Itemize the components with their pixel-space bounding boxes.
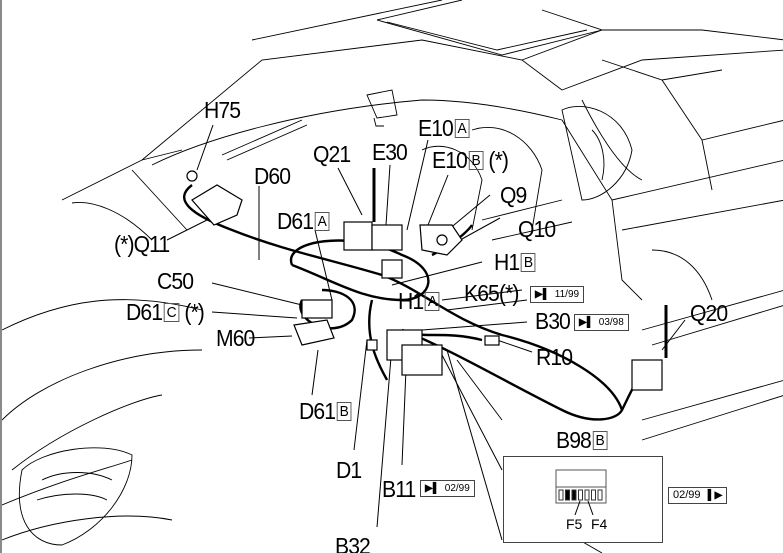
label-d1: D1 — [336, 457, 362, 483]
fuse-slot-empty — [558, 489, 564, 501]
label-e30: E30 — [372, 139, 408, 165]
fuse-block — [555, 469, 607, 516]
fuse-slot-empty — [591, 489, 596, 501]
fuse-slot-filled — [571, 489, 577, 501]
q20-unit — [631, 359, 663, 391]
r10-connector — [484, 335, 500, 346]
h75-lamp — [186, 170, 198, 182]
date-tag-b11: ▶▌02/99 — [420, 480, 475, 497]
q11-module — [191, 184, 243, 226]
label-k65: K65(*) — [464, 280, 519, 306]
label-r10: R10 — [536, 344, 573, 370]
label-m60: M60 — [216, 325, 255, 351]
b98-fuse-detail: F5 F4 — [503, 456, 663, 543]
label-q9: Q9 — [500, 182, 527, 208]
roof-edge — [251, 0, 443, 41]
d1-connector — [366, 339, 378, 351]
sunroof-outline — [376, 0, 604, 56]
fuse-label-f4: F4 — [591, 516, 608, 532]
label-b32: B32 — [335, 533, 371, 553]
label-b30: B30 — [535, 308, 571, 334]
fuse-label-f5: F5 — [566, 516, 583, 532]
label-h75: H75 — [204, 97, 241, 123]
label-q10: Q10 — [518, 216, 556, 242]
rear-view-mirror — [366, 89, 398, 119]
up-to-icon: ▶▌ — [579, 317, 594, 328]
label-q21: Q21 — [313, 141, 351, 167]
fuse-slot-empty — [578, 489, 583, 501]
label-q11: (*)Q11 — [114, 231, 170, 257]
date-tag-b98: 02/99 ▌▶ — [668, 487, 728, 504]
up-to-icon: ▶▌ — [535, 289, 550, 300]
label-d60: D60 — [254, 163, 291, 189]
headlamp — [18, 447, 133, 546]
from-icon: ▌▶ — [707, 490, 723, 501]
components — [186, 168, 668, 391]
date-tag-k65: ▶▌11/99 — [530, 286, 585, 303]
fuse-slot-empty — [597, 489, 603, 501]
m60-module — [293, 319, 335, 346]
label-c50: C50 — [157, 268, 194, 294]
c50-connector — [301, 299, 333, 319]
date-tag-b30: ▶▌03/98 — [574, 314, 629, 331]
fuse-slot-empty — [584, 489, 590, 501]
up-to-icon: ▶▌ — [425, 483, 440, 494]
label-b11: B11 — [382, 476, 416, 502]
q21-unit — [343, 221, 373, 251]
dashboard-line — [151, 99, 563, 166]
fuse-slot-filled — [565, 489, 570, 501]
windscreen-top — [141, 39, 563, 161]
h1-horn — [381, 259, 403, 279]
leader-lines — [166, 124, 686, 541]
label-q20: Q20 — [690, 300, 728, 326]
